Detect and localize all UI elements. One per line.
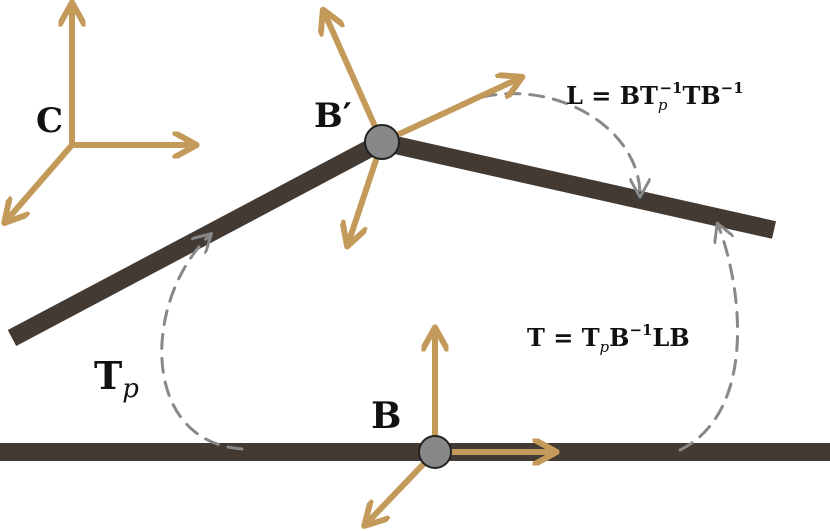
equation-t-sup-1: −1 — [629, 321, 652, 339]
joint-b-prime — [364, 124, 400, 160]
dashed-arrows — [160, 92, 740, 452]
label-tp: Tp — [94, 353, 139, 404]
equation-l: L = BTp−1TB−1 — [566, 79, 744, 114]
equation-t: T = TpB−1LB — [527, 321, 690, 356]
equation-l-sup-2: −1 — [721, 79, 744, 97]
t-dashed-arrow — [678, 225, 740, 452]
frame-b-prime-axis-up — [324, 12, 385, 145]
equation-t-equals: = — [545, 323, 582, 352]
equation-t-b: B — [609, 323, 629, 352]
upper-right-link — [380, 133, 776, 239]
equation-l-equals: = — [583, 81, 620, 110]
upper-left-link — [7, 134, 387, 346]
equation-t-lhs: T — [527, 323, 545, 352]
equation-t-lb: LB — [652, 323, 689, 352]
label-tp-sub: p — [122, 374, 139, 404]
equation-t-t: T — [582, 323, 600, 352]
tp-dashed-arrow — [160, 235, 244, 451]
equation-l-lhs: L — [566, 81, 583, 110]
frame-b-prime-axis-right — [379, 78, 520, 145]
joint-b — [418, 435, 452, 469]
equation-l-tb: TB — [682, 81, 720, 110]
equation-t-sub-p: p — [600, 338, 610, 356]
frame-b-prime — [324, 12, 520, 244]
frame-c-axis-down-left — [6, 142, 75, 221]
label-frame-b: B — [371, 395, 401, 437]
links — [0, 133, 830, 461]
label-frame-c: C — [36, 101, 63, 141]
frame-c — [6, 5, 194, 221]
label-tp-main: T — [94, 353, 122, 398]
equation-l-bt: BT — [620, 81, 658, 110]
equation-l-sub-p: p — [658, 96, 668, 114]
label-frame-b-prime: B′ — [314, 96, 352, 136]
equation-l-sup-1: −1 — [659, 79, 682, 97]
